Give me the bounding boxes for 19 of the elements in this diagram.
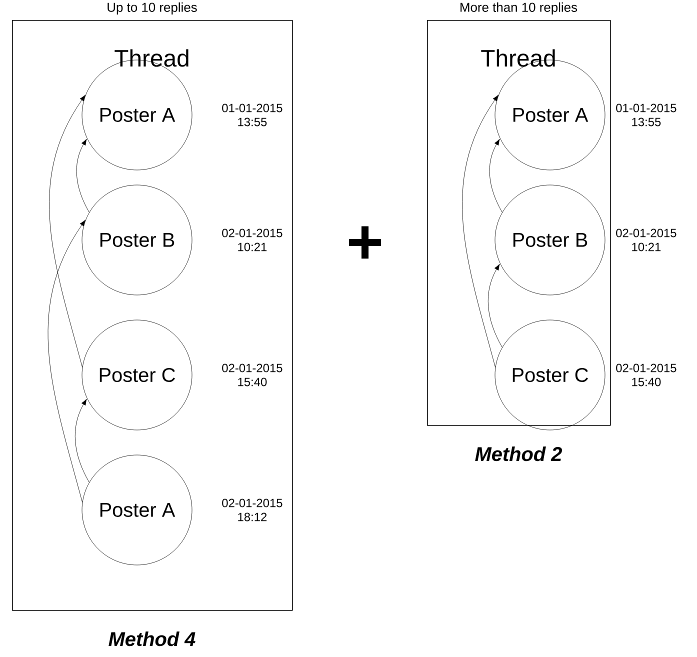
arrow xyxy=(74,398,90,483)
timestamp: 01-01-2015 13:55 xyxy=(616,104,676,126)
node-label: More than 10 replies xyxy=(460,2,578,14)
method-label: Method 2 xyxy=(475,446,562,462)
plus-sign: + xyxy=(349,226,382,259)
node-label: Up to 10 replies xyxy=(108,2,197,14)
arrow xyxy=(488,264,502,348)
timestamp: 02-01-2015 18:12 xyxy=(222,498,282,522)
arrow xyxy=(489,138,502,213)
method-label: Method 4 xyxy=(108,632,196,646)
timestamp: 01-01-2015 13:55 xyxy=(222,104,282,126)
arrow xyxy=(48,220,86,502)
timestamp: 02-01-2015 15:40 xyxy=(616,364,676,386)
arrow xyxy=(49,94,86,368)
timestamp: 02-01-2015 10:21 xyxy=(616,228,676,252)
arrow xyxy=(462,94,499,368)
timestamp: 02-01-2015 15:40 xyxy=(222,364,282,386)
arrow xyxy=(76,138,90,213)
timestamp: 02-01-2015 10:21 xyxy=(222,228,282,252)
